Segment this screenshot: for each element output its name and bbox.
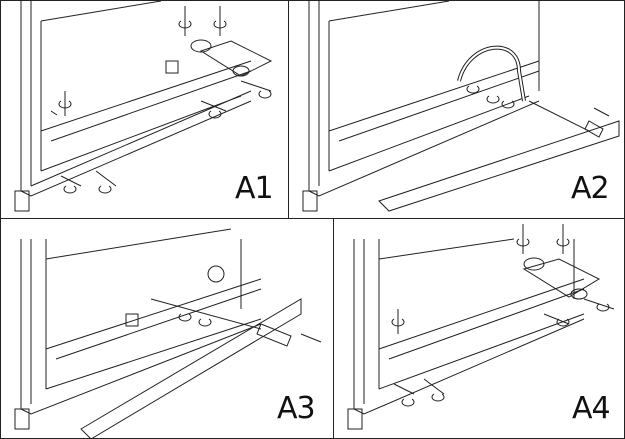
panel-label: A2: [571, 171, 610, 206]
a3-drawing: [14, 228, 322, 439]
panel-label: A4: [572, 391, 611, 426]
a1-drawing: [14, 1, 273, 212]
panel-a4: A4: [333, 218, 625, 439]
a4-drawing: [347, 224, 615, 430]
panel-label: A3: [277, 391, 316, 426]
panel-a2: A2: [288, 0, 625, 219]
panel-a3: A3: [0, 218, 334, 439]
panel-label: A1: [235, 171, 274, 206]
panel-a1: A1: [0, 0, 289, 219]
a2-drawing: [302, 1, 620, 212]
